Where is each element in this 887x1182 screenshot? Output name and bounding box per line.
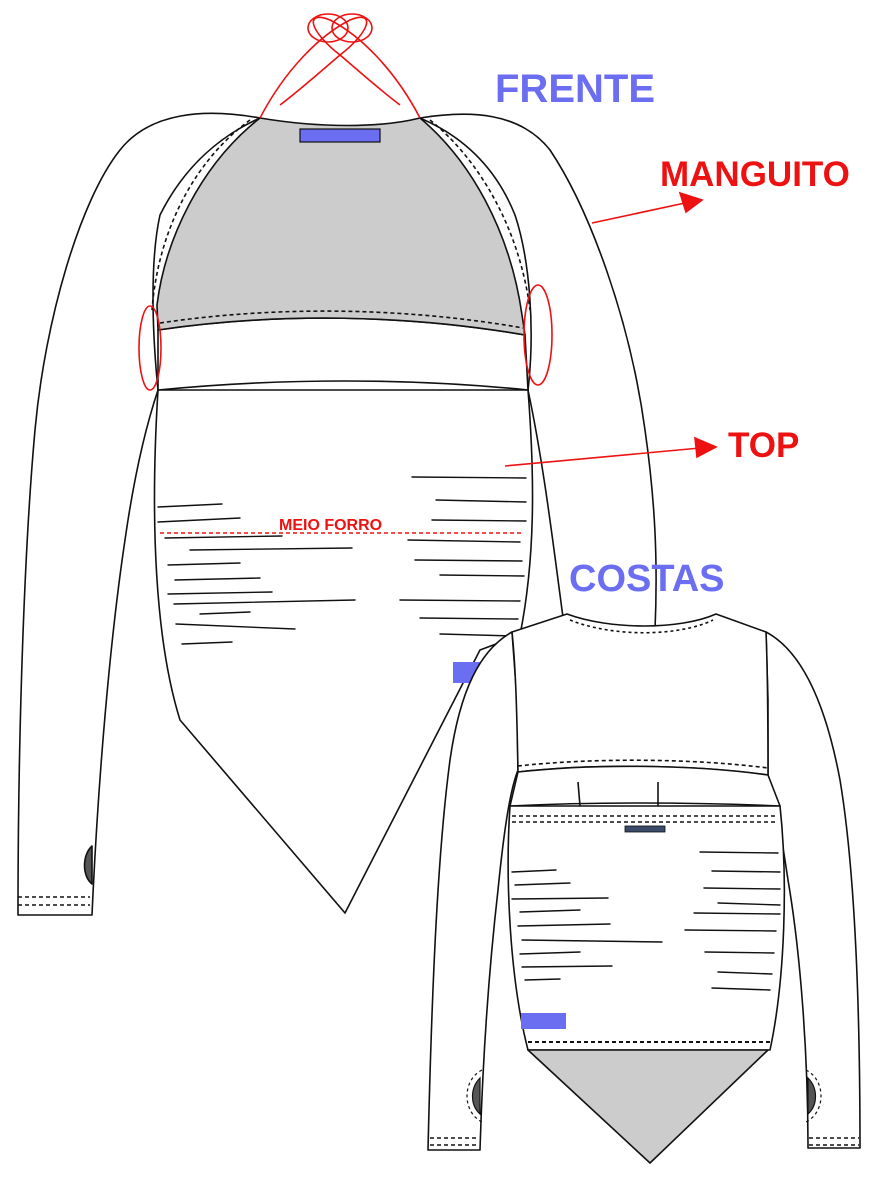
frente-label: FRENTE (495, 67, 655, 111)
front-band (157, 317, 529, 391)
back-right-cuff-stitch (809, 1137, 859, 1146)
manguito-label: MANGUITO (660, 155, 850, 194)
back-side-tag (521, 1013, 566, 1029)
front-shirring (157, 476, 527, 645)
top-arrowhead (694, 436, 718, 459)
meio-forro-label: MEIO FORRO (279, 517, 382, 534)
front-left-loop (138, 305, 162, 391)
front-left-cuff-stitch (18, 896, 90, 906)
back-triangle-panel (527, 1049, 769, 1164)
top-arrow (504, 447, 701, 467)
back-left-sleeve (427, 631, 519, 1151)
manguito-arrow (591, 202, 686, 224)
top-label: TOP (728, 426, 799, 465)
back-view (427, 613, 861, 1164)
front-yoke (156, 117, 526, 336)
back-shirring (511, 851, 781, 991)
front-neck-label (299, 128, 381, 143)
front-raglan-stitch-right (429, 119, 531, 311)
back-yoke (511, 613, 769, 776)
back-right-sleeve (765, 631, 861, 1149)
back-yoke-stitch (517, 759, 769, 769)
front-right-sleeve (419, 113, 657, 633)
front-raglan-stitch-left (151, 119, 251, 311)
back-body-top-stitch (512, 815, 778, 823)
front-view (17, 112, 657, 916)
back-top-body (507, 805, 786, 1051)
costas-label: COSTAS (569, 558, 725, 600)
manguito-arrowhead (678, 191, 704, 214)
front-thumb-hole (83, 845, 93, 885)
back-left-cuff-stitch (430, 1137, 479, 1146)
back-band (509, 765, 781, 807)
annotation-arrows (504, 191, 718, 467)
front-yoke-stitch (159, 310, 524, 329)
back-neck-tag (624, 825, 666, 833)
front-right-loop (523, 284, 553, 386)
back-thumb-holes (466, 1069, 822, 1123)
front-left-sleeve (17, 112, 261, 916)
front-straps (259, 13, 421, 119)
back-band-seam-1 (577, 781, 581, 807)
